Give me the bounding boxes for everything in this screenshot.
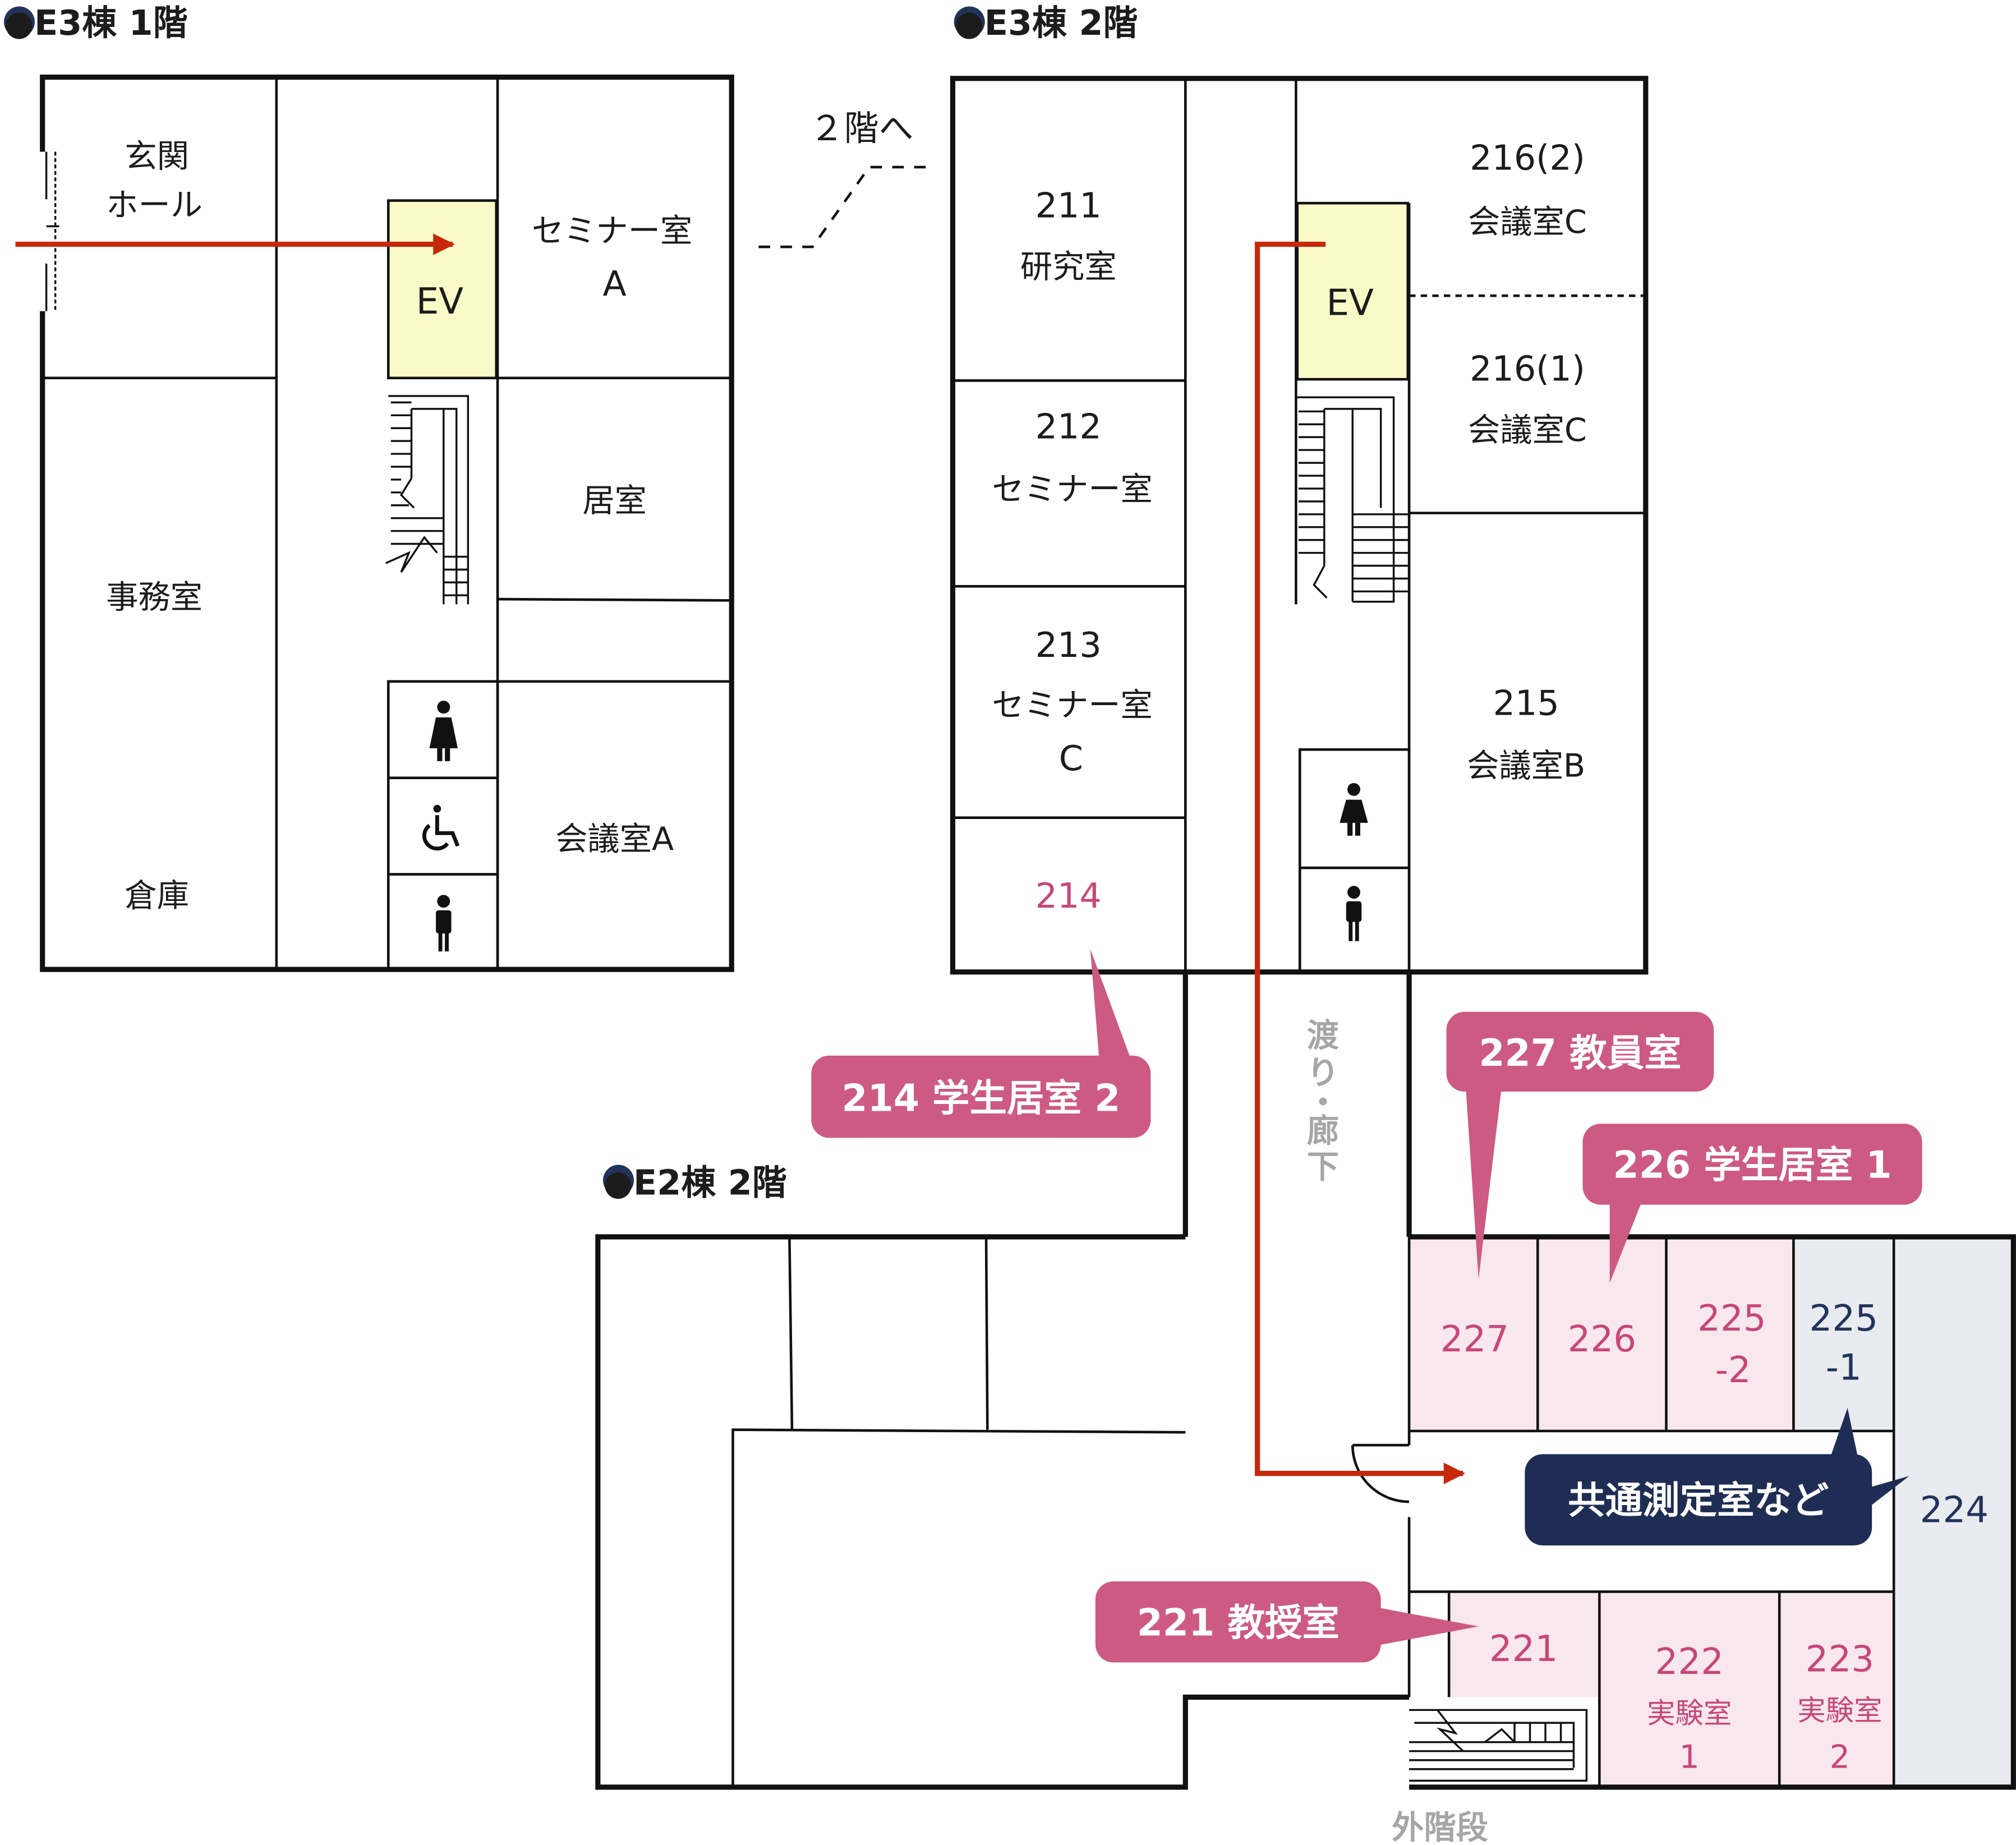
room-216-2-name: 会議室C <box>1468 203 1587 241</box>
room-223-number: 223 <box>1806 1639 1874 1681</box>
room-seminar-a-sub: A <box>602 264 626 304</box>
elevator-label: EV <box>416 280 464 323</box>
e2-2f-plan: ●E2棟 2階 <box>595 1162 2016 1845</box>
corridor-label-4: 廊 <box>1307 1112 1339 1149</box>
callout-227: 227 教員室 <box>1446 1011 1714 1280</box>
room-227-number: 227 <box>1440 1318 1509 1360</box>
male-toilet-icon <box>1346 886 1362 941</box>
bullet-icon <box>603 1165 634 1196</box>
e3-2f-walls <box>952 78 1646 974</box>
female-toilet-icon <box>1340 783 1368 836</box>
callout-214: 214 学生居室 2 <box>811 949 1151 1138</box>
room-222-fill <box>1600 1593 1780 1786</box>
room-224-fill <box>1894 1238 2014 1787</box>
outer-stairs-label: 外階段 <box>1392 1809 1488 1845</box>
bullet-icon <box>3 6 35 38</box>
room-conf-a-label: 会議室A <box>555 820 674 858</box>
room-215-name: 会議室B <box>1467 747 1585 784</box>
room-225-2-number: 225 <box>1697 1298 1766 1340</box>
e2-2f-title: ●E2棟 2階 <box>603 1162 787 1203</box>
room-living-label: 居室 <box>582 482 647 519</box>
door-swing-icon <box>1351 1443 1410 1503</box>
callout-225-text: 共通測定室など <box>1568 1479 1829 1522</box>
e3-2f-elevator <box>1296 201 1410 381</box>
corridor-label-3: ・ <box>1307 1084 1339 1121</box>
e3-1f-title: ●E3棟 1階 <box>4 3 188 43</box>
e2-2f-walls <box>731 1236 1895 1787</box>
room-223-name: 実験室 <box>1797 1694 1882 1727</box>
male-toilet-icon <box>436 895 452 952</box>
room-214-number: 214 <box>1035 876 1102 916</box>
room-216-2-number: 216(2) <box>1470 138 1585 178</box>
callout-226: 226 学生居室 1 <box>1582 1124 1922 1283</box>
e2-2f-outer-wall <box>595 1234 2016 1790</box>
accessible-toilet-icon <box>422 804 460 851</box>
callout-221: 221 教授室 <box>1095 1581 1479 1663</box>
room-storage-label: 倉庫 <box>125 877 189 914</box>
room-225-2-sub: -2 <box>1715 1349 1751 1391</box>
room-222-name: 実験室 <box>1647 1696 1732 1729</box>
room-216-1-name: 会議室C <box>1468 411 1587 449</box>
corridor-label-1: 渡 <box>1307 1017 1340 1055</box>
room-211-number: 211 <box>1035 185 1102 226</box>
room-212-number: 212 <box>1035 407 1102 447</box>
e3-2f-title: ●E3棟 2階 <box>954 3 1138 43</box>
room-224-number: 224 <box>1920 1489 1989 1531</box>
room-225-2-fill <box>1667 1238 1794 1431</box>
room-221-fill <box>1449 1593 1600 1697</box>
room-227-fill <box>1410 1238 1537 1431</box>
staircase-icon <box>1297 396 1410 603</box>
staircase-icon <box>1409 1709 1588 1782</box>
room-222-sub: 1 <box>1679 1738 1700 1775</box>
route-arrow-icon <box>1255 241 1466 1484</box>
e3-2f-plan: ●E3棟 2階 <box>950 3 1649 975</box>
room-212-name: セミナー室 <box>992 471 1152 508</box>
room-216-1-number: 216(1) <box>1470 348 1585 389</box>
room-office-label: 事務室 <box>106 578 202 616</box>
callout-225: 共通測定室など <box>1525 1407 1909 1545</box>
room-211-name: 研究室 <box>1020 248 1117 286</box>
room-225-1-number: 225 <box>1810 1298 1878 1340</box>
room-226-number: 226 <box>1568 1318 1636 1360</box>
room-225-1-sub: -1 <box>1826 1346 1862 1388</box>
room-221-number: 221 <box>1489 1628 1558 1670</box>
callout-214-text: 214 学生居室 2 <box>841 1076 1120 1120</box>
stair-connector-line <box>758 165 926 249</box>
room-213-number: 213 <box>1035 625 1102 665</box>
corridor-label-2: り <box>1307 1054 1339 1092</box>
to-2f-label: ２階へ <box>809 108 914 149</box>
room-seminar-a-label: セミナー室 <box>532 212 692 250</box>
e3-1f-plan: ●E3棟 1階 <box>3 3 926 972</box>
elevator-label: EV <box>1326 282 1374 324</box>
room-215-number: 215 <box>1493 683 1559 723</box>
room-225-1-fill <box>1794 1238 1893 1431</box>
room-213-sub: C <box>1059 738 1083 779</box>
room-226-fill <box>1538 1238 1667 1431</box>
female-toilet-icon <box>429 701 458 761</box>
room-223-sub: 2 <box>1830 1738 1850 1775</box>
callout-226-text: 226 学生居室 1 <box>1613 1143 1892 1186</box>
room-222-number: 222 <box>1655 1641 1724 1683</box>
corridor-label-5: 下 <box>1307 1148 1339 1185</box>
room-213-name: セミナー室 <box>992 687 1152 724</box>
e3-1f-walls <box>42 77 732 971</box>
room-223-fill <box>1780 1593 1893 1786</box>
bullet-icon <box>954 6 985 38</box>
room-entrance-label: 玄関 <box>125 137 189 175</box>
staircase-icon <box>385 395 470 605</box>
callout-227-text: 227 教員室 <box>1479 1031 1681 1075</box>
bridge-corridor: 渡 り ・ 廊 下 <box>1182 972 1412 1237</box>
room-entrance-label-2: ホール <box>106 186 202 224</box>
callout-221-text: 221 教授室 <box>1137 1600 1340 1644</box>
